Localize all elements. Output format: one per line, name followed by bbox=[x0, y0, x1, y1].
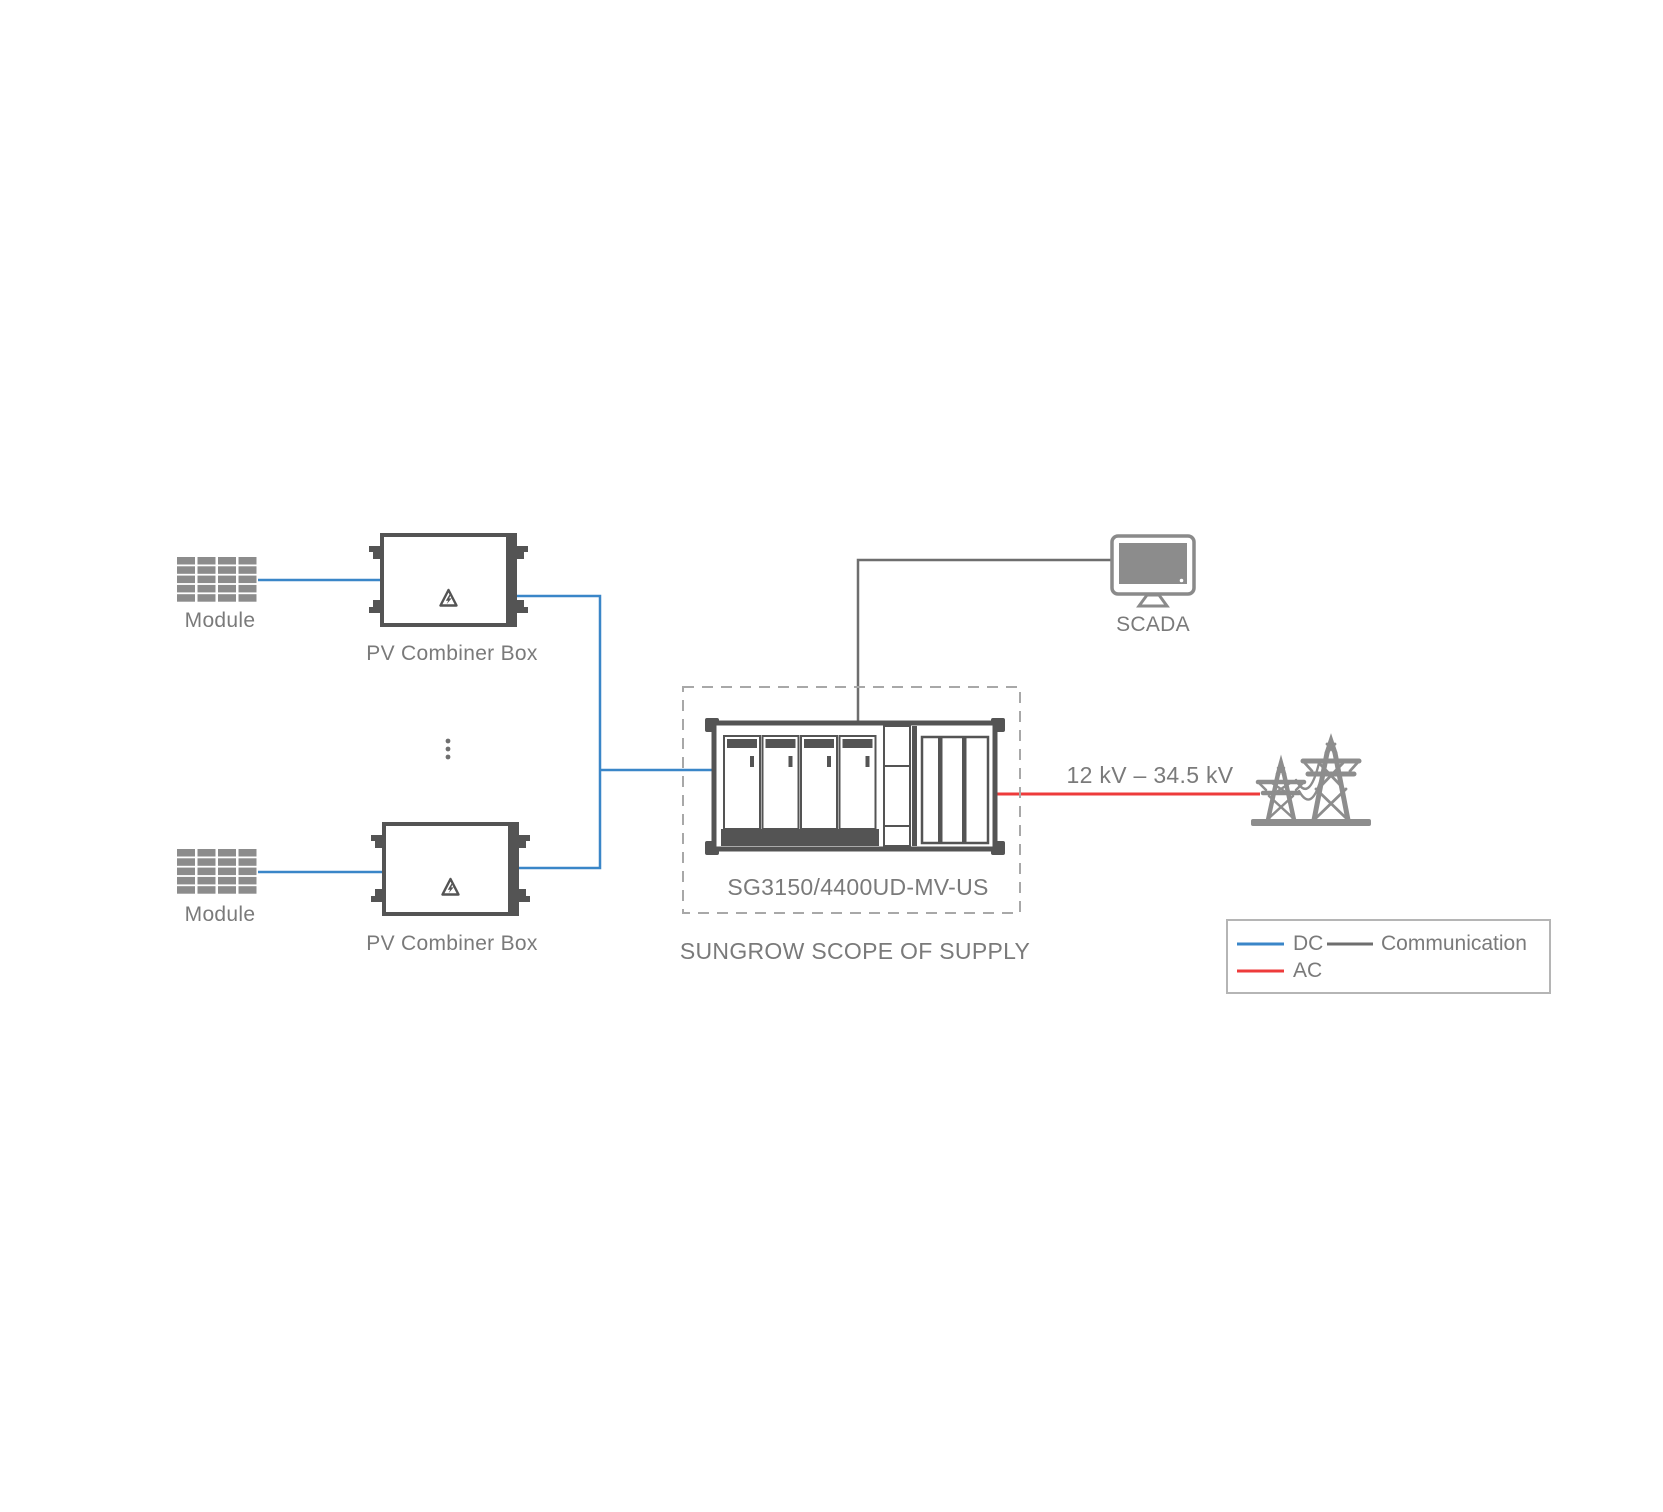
communication-line bbox=[856, 558, 1112, 722]
inverter-model-label: SG3150/4400UD-MV-US bbox=[727, 874, 989, 900]
module-bottom-label: Module bbox=[184, 903, 256, 926]
pv-module-top-icon bbox=[177, 557, 257, 602]
pv-combiner-box-bottom-icon bbox=[369, 822, 532, 916]
pv-combiner-box-top-icon bbox=[367, 533, 530, 627]
grid-voltage-label: 12 kV – 34.5 kV bbox=[1066, 762, 1234, 788]
legend-box bbox=[1226, 919, 1551, 994]
pv-combiner-box-bottom-label: PV Combiner Box bbox=[366, 932, 538, 955]
pv-combiner-box-top-label: PV Combiner Box bbox=[366, 642, 538, 665]
scada-label: SCADA bbox=[1116, 613, 1190, 636]
pv-module-bottom-icon bbox=[177, 849, 257, 894]
inverter-container-icon bbox=[705, 718, 1005, 855]
transmission-tower-icon bbox=[1251, 733, 1371, 826]
legend-ac-label: AC bbox=[1293, 959, 1323, 982]
sungrow-scope-boundary bbox=[682, 686, 1021, 914]
vertical-ellipsis-icon bbox=[445, 738, 451, 760]
legend-communication-label: Communication bbox=[1381, 932, 1527, 955]
dc-line-combiner-merge bbox=[517, 594, 602, 870]
sungrow-scope-label: SUNGROW SCOPE OF SUPPLY bbox=[679, 938, 1031, 964]
legend-dc-label: DC bbox=[1293, 932, 1324, 955]
scada-monitor-icon bbox=[1110, 534, 1196, 608]
module-top-label: Module bbox=[184, 609, 256, 632]
